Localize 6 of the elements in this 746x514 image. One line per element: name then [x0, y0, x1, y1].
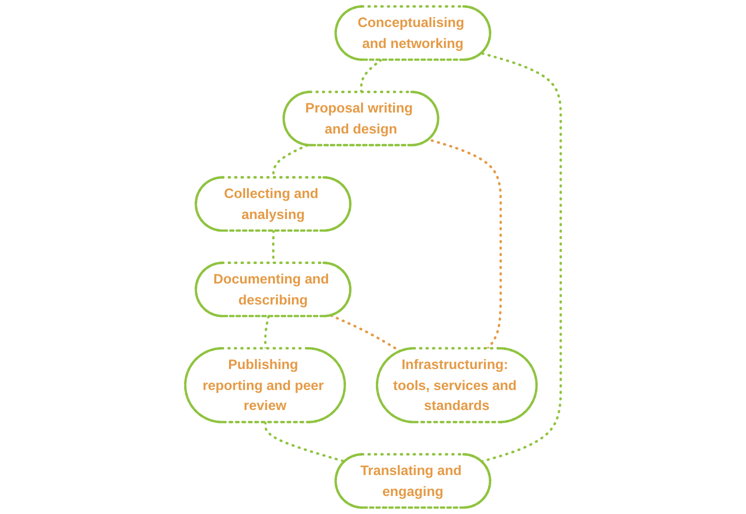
- connector: [264, 421, 346, 463]
- connector: [272, 230, 275, 264]
- connector: [480, 52, 562, 463]
- connector: [330, 314, 402, 353]
- connector: [428, 138, 502, 350]
- connector: [360, 58, 382, 94]
